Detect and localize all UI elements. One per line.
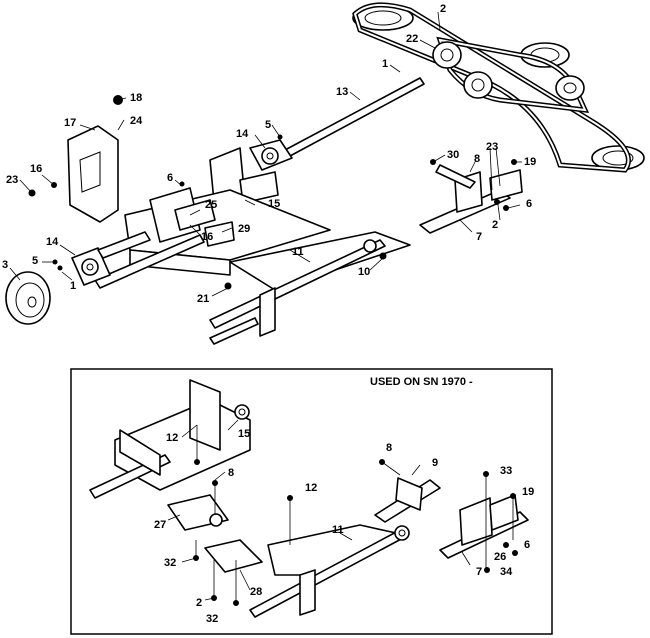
inset-callout-26: 26 [494,551,506,563]
callout-19-main: 19 [524,156,536,168]
main-leaders [9,11,522,297]
callout-29: 29 [238,223,250,235]
callout-3: 2 [440,3,446,15]
belt-drive [352,2,645,173]
inset-title: USED ON SN 1970 - [370,376,473,388]
inset-leaders [167,419,514,603]
callout-17: 17 [64,117,76,129]
callout-5-upper: 5 [265,119,271,131]
callout-10: 10 [358,266,370,278]
inset-panel: USED ON SN 1970 - [70,368,553,635]
callout-20: 21 [197,293,209,305]
inset-callout-7: 7 [476,566,482,578]
inset-callout-32-upper: 32 [164,557,176,569]
main-callouts: 2 22 1 13 18 24 17 5 14 16 23 6 15 25 16… [2,3,536,305]
frame-bracket-17 [67,125,119,223]
inset-callout-2: 2 [196,597,202,609]
inset-callout-12-top: 12 [166,432,178,444]
callout-30: 30 [447,149,459,161]
bearing-lower [71,231,151,286]
bearing-upper [249,139,293,171]
drive-shaft [284,77,425,157]
callout-6-mid: 6 [167,172,173,184]
inset-frame [89,379,251,499]
callout-23: 23 [486,141,498,153]
callout-16-mid: 16 [201,231,213,243]
inset-bracket-7 [439,494,529,559]
callout-4: 3 [2,259,8,271]
arm-11 [209,231,411,337]
inset-callout-6: 6 [524,539,530,551]
callout-8: 8 [474,153,480,165]
inset-callout-28: 28 [250,586,262,598]
callout-24: 24 [130,115,143,127]
callout-7-main: 7 [476,231,482,243]
callout-15-upper: 15 [268,198,280,210]
callout-25: 25 [205,199,217,211]
right-bracket [419,164,523,234]
inset-callout-34: 34 [500,566,513,578]
inset-bracket-9 [374,477,441,523]
inset-callout-9: 9 [432,457,438,469]
inset-callout-15: 15 [238,428,250,440]
callout-5-lower: 5 [32,255,38,267]
inset-callout-11: 11 [332,524,344,536]
inset-callout-27: 27 [154,519,166,531]
inset-callout-12-mid: 12 [305,482,317,494]
inset-link-28 [204,539,263,573]
callout-14-upper: 14 [236,128,249,140]
pulley-4 [5,271,51,325]
inset-callout-33: 33 [500,465,512,477]
callout-13: 13 [336,86,348,98]
callout-1-top: 1 [382,58,388,70]
callout-16-left: 16 [30,163,42,175]
callout-2-main: 2 [492,219,498,231]
callout-22: 23 [6,174,18,186]
inset-callout-32-lower: 32 [206,613,218,625]
callout-21: 22 [406,33,418,45]
inset-callouts: 12 15 8 27 32 2 32 28 12 11 8 9 33 19 26… [154,428,534,625]
main-assembly: 2 22 1 13 18 24 17 5 14 16 23 6 15 25 16… [2,2,645,345]
inset-arm-11 [249,524,410,618]
callout-1-lower: 1 [70,280,76,292]
callout-6-right: 6 [526,198,532,210]
callout-11: 11 [292,246,304,258]
inset-callout-8-left: 8 [228,467,234,479]
inset-callout-8-right: 8 [386,442,392,454]
callout-14-lower: 14 [46,236,59,248]
callout-18: 18 [130,92,142,104]
inset-link-27 [167,494,229,531]
inset-callout-19: 19 [522,486,534,498]
lower-forks [94,234,259,345]
